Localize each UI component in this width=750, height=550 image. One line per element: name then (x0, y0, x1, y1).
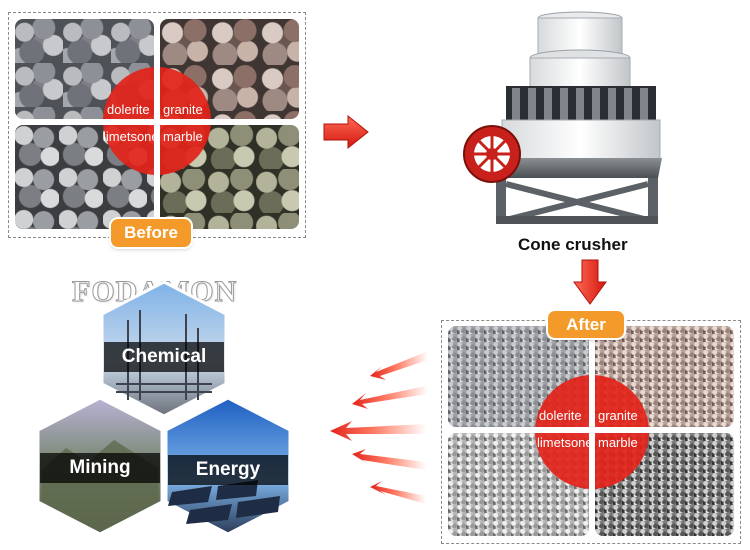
arrow-right-icon (323, 114, 369, 150)
mining-label: Mining (40, 453, 160, 483)
label-dolerite: dolerite (539, 408, 582, 423)
limestone-stones-image (15, 125, 154, 229)
dolerite-stones-image (15, 19, 154, 119)
arrow-down-icon (573, 259, 607, 305)
label-granite: granite (163, 102, 203, 117)
label-dolerite: dolerite (107, 102, 150, 117)
before-badge: Before (111, 219, 191, 247)
divider-horizontal (535, 427, 649, 433)
applications-hexagon-graphic (36, 280, 292, 536)
chemical-label: Chemical (104, 342, 224, 372)
label-limestone: limetsone (103, 129, 159, 144)
distribution-arrows-icon (330, 352, 428, 504)
before-panel: dolerite granite limetsone marble (8, 12, 306, 238)
after-badge: After (548, 311, 624, 338)
granite-gravel-image (595, 326, 734, 427)
energy-label: Energy (168, 455, 288, 485)
label-marble: marble (163, 129, 203, 144)
label-granite: granite (598, 408, 638, 423)
label-marble: marble (598, 435, 638, 450)
after-panel: dolerite granite limetsone marble (441, 320, 741, 544)
label-limestone: limetsone (537, 435, 593, 450)
divider-horizontal (103, 119, 211, 125)
cone-crusher-caption: Cone crusher (518, 235, 628, 254)
cone-crusher-machine-image (463, 11, 662, 224)
